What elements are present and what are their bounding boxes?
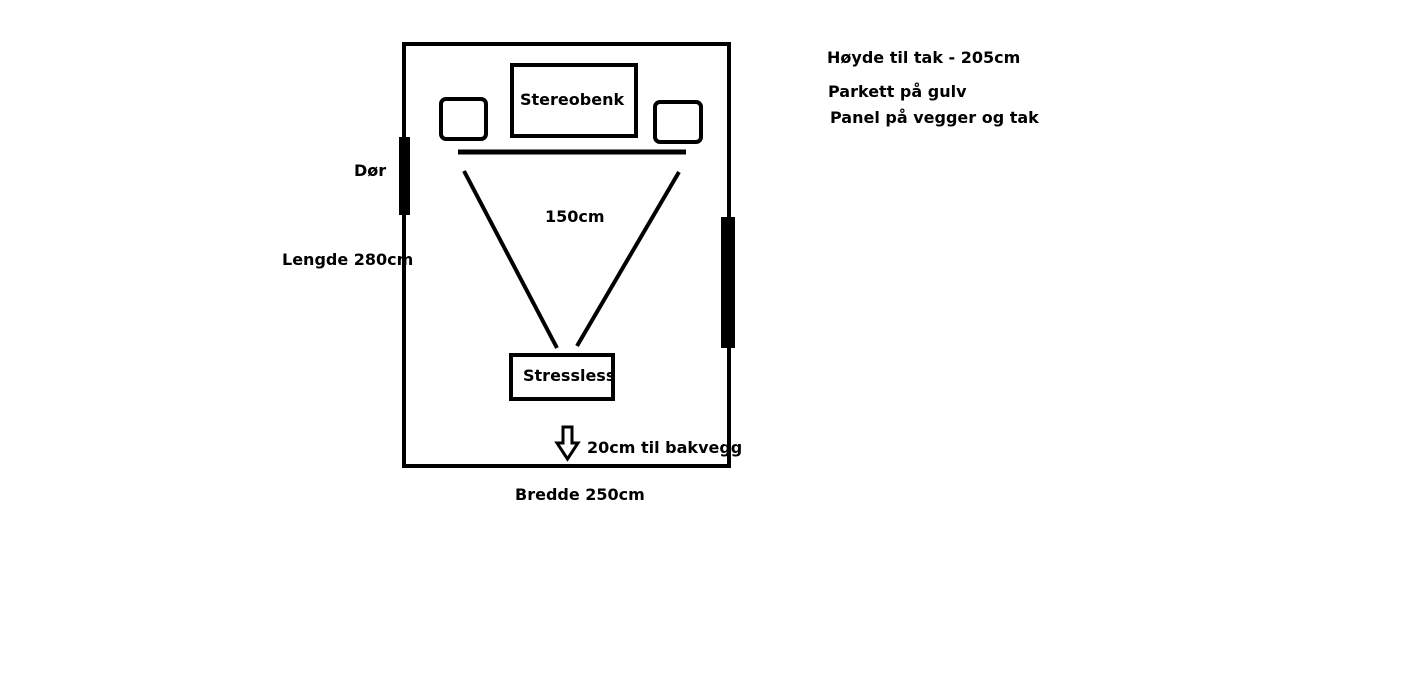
triangle-line-right — [575, 170, 681, 348]
door-left-wall — [399, 137, 410, 215]
ceiling-height-note: Høyde til tak - 205cm — [827, 48, 1020, 67]
opening-right-wall — [721, 217, 735, 348]
triangle-distance-label: 150cm — [545, 207, 605, 226]
chair-box — [509, 353, 615, 401]
triangle-line-left — [462, 170, 559, 349]
door-label: Dør — [354, 161, 386, 180]
speaker-left — [439, 97, 488, 141]
stereobench-label: Stereobenk — [520, 90, 624, 109]
arrow-down-icon — [554, 425, 581, 462]
length-label: Lengde 280cm — [282, 250, 413, 269]
speaker-right — [653, 100, 703, 144]
back-wall-distance-label: 20cm til bakvegg — [587, 438, 742, 457]
chair-label: Stressless — [523, 366, 615, 385]
stereobench-box — [510, 63, 638, 138]
walls-note: Panel på vegger og tak — [830, 108, 1039, 127]
floor-note: Parkett på gulv — [828, 82, 967, 101]
width-label: Bredde 250cm — [515, 485, 645, 504]
